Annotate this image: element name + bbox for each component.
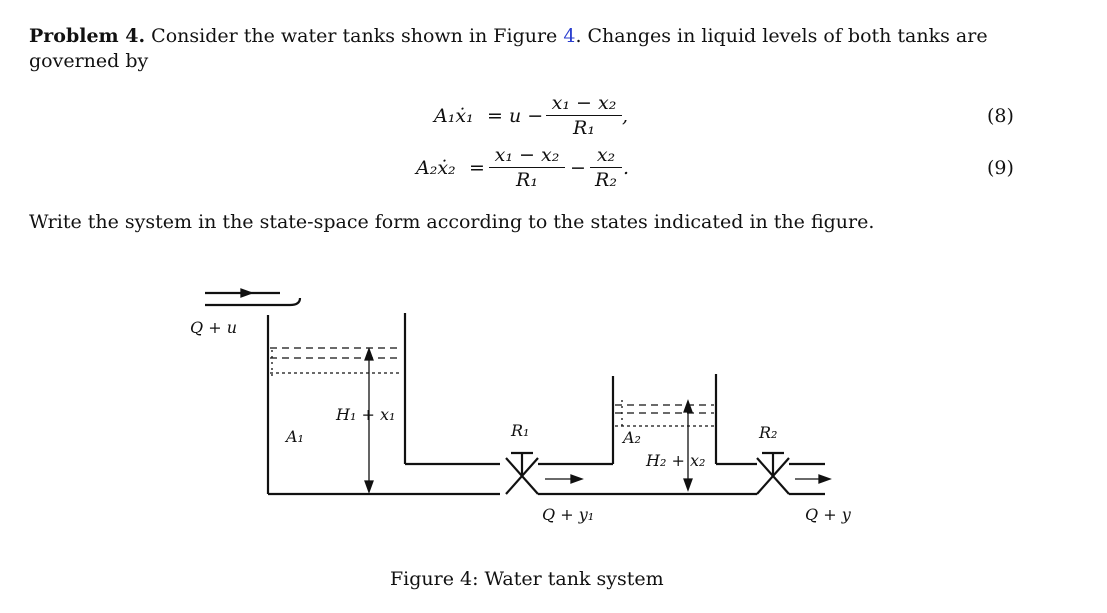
figure-labels: Q + u A₁ H₁ + x₁ R₁ A₂ H₂ + x₂ R₂ Q + y₁…: [190, 318, 852, 524]
eq9-fraction-2: x₂ R₂: [590, 144, 622, 191]
eq8-denominator: R₁: [573, 117, 595, 139]
eq9-minus: −: [570, 157, 586, 179]
label-tank2-area: A₂: [621, 428, 641, 447]
eq8-rhs-start: = u −: [487, 105, 544, 127]
label-tank2-height: H₂ + x₂: [645, 451, 705, 470]
flow-arrows: [220, 288, 832, 494]
eq9-rhs-start: =: [469, 157, 485, 179]
eq9-denominator-2: R₂: [595, 169, 617, 191]
eq8-number: (8): [987, 105, 1014, 127]
tank1-height-arrow-down: [364, 480, 374, 494]
label-inflow: Q + u: [190, 318, 237, 337]
eq9-trail: .: [623, 157, 630, 179]
water-levels: [270, 347, 714, 430]
eq8-trail: ,: [622, 105, 629, 127]
eq9-numerator-1: x₁ − x₂: [494, 144, 560, 166]
label-valve2: R₂: [758, 423, 777, 442]
tank1-height-arrow-up: [364, 347, 374, 361]
intro-text-after: . Changes in liquid levels of both tanks…: [29, 25, 988, 72]
tank-structure: [205, 291, 825, 496]
tank2-height-arrow-down: [683, 478, 693, 492]
outflow-arrow-head: [818, 474, 832, 484]
eq9-lhs: A₂ẋ₂: [416, 157, 456, 179]
figure-caption: Figure 4: Water tank system: [390, 568, 664, 590]
task-text: Write the system in the state-space form…: [29, 211, 875, 233]
label-valve1: R₁: [510, 421, 529, 440]
eq8-numerator: x₁ − x₂: [551, 92, 617, 114]
problem-intro: Problem 4. Consider the water tanks show…: [29, 24, 1029, 74]
eq8-fraction: x₁ − x₂ R₁: [546, 92, 622, 139]
inflow-pipe-bottom: [205, 297, 302, 307]
eq9-fraction-1: x₁ − x₂ R₁: [489, 144, 565, 191]
flow1-arrow-head: [570, 474, 584, 484]
intro-text-before: Consider the water tanks shown in Figure: [151, 25, 558, 47]
eq9-numerator-2: x₂: [596, 144, 616, 166]
eq9-number: (9): [987, 157, 1014, 179]
eq9-denominator-1: R₁: [516, 169, 538, 191]
label-tank1-area: A₁: [284, 427, 304, 446]
label-tank1-height: H₁ + x₁: [335, 405, 395, 424]
eq8-lhs: A₁ẋ₁: [434, 105, 474, 127]
figure-reference-link[interactable]: 4: [563, 25, 576, 47]
tank2-height-arrow-up: [683, 399, 693, 413]
water-tank-figure: Q + u A₁ H₁ + x₁ R₁ A₂ H₂ + x₂ R₂ Q + y₁…: [190, 288, 852, 524]
label-outflow: Q + y: [805, 505, 852, 524]
inflow-arrow-head: [240, 288, 254, 298]
label-flow-between: Q + y₁: [542, 505, 594, 524]
problem-label: Problem 4.: [29, 25, 146, 47]
